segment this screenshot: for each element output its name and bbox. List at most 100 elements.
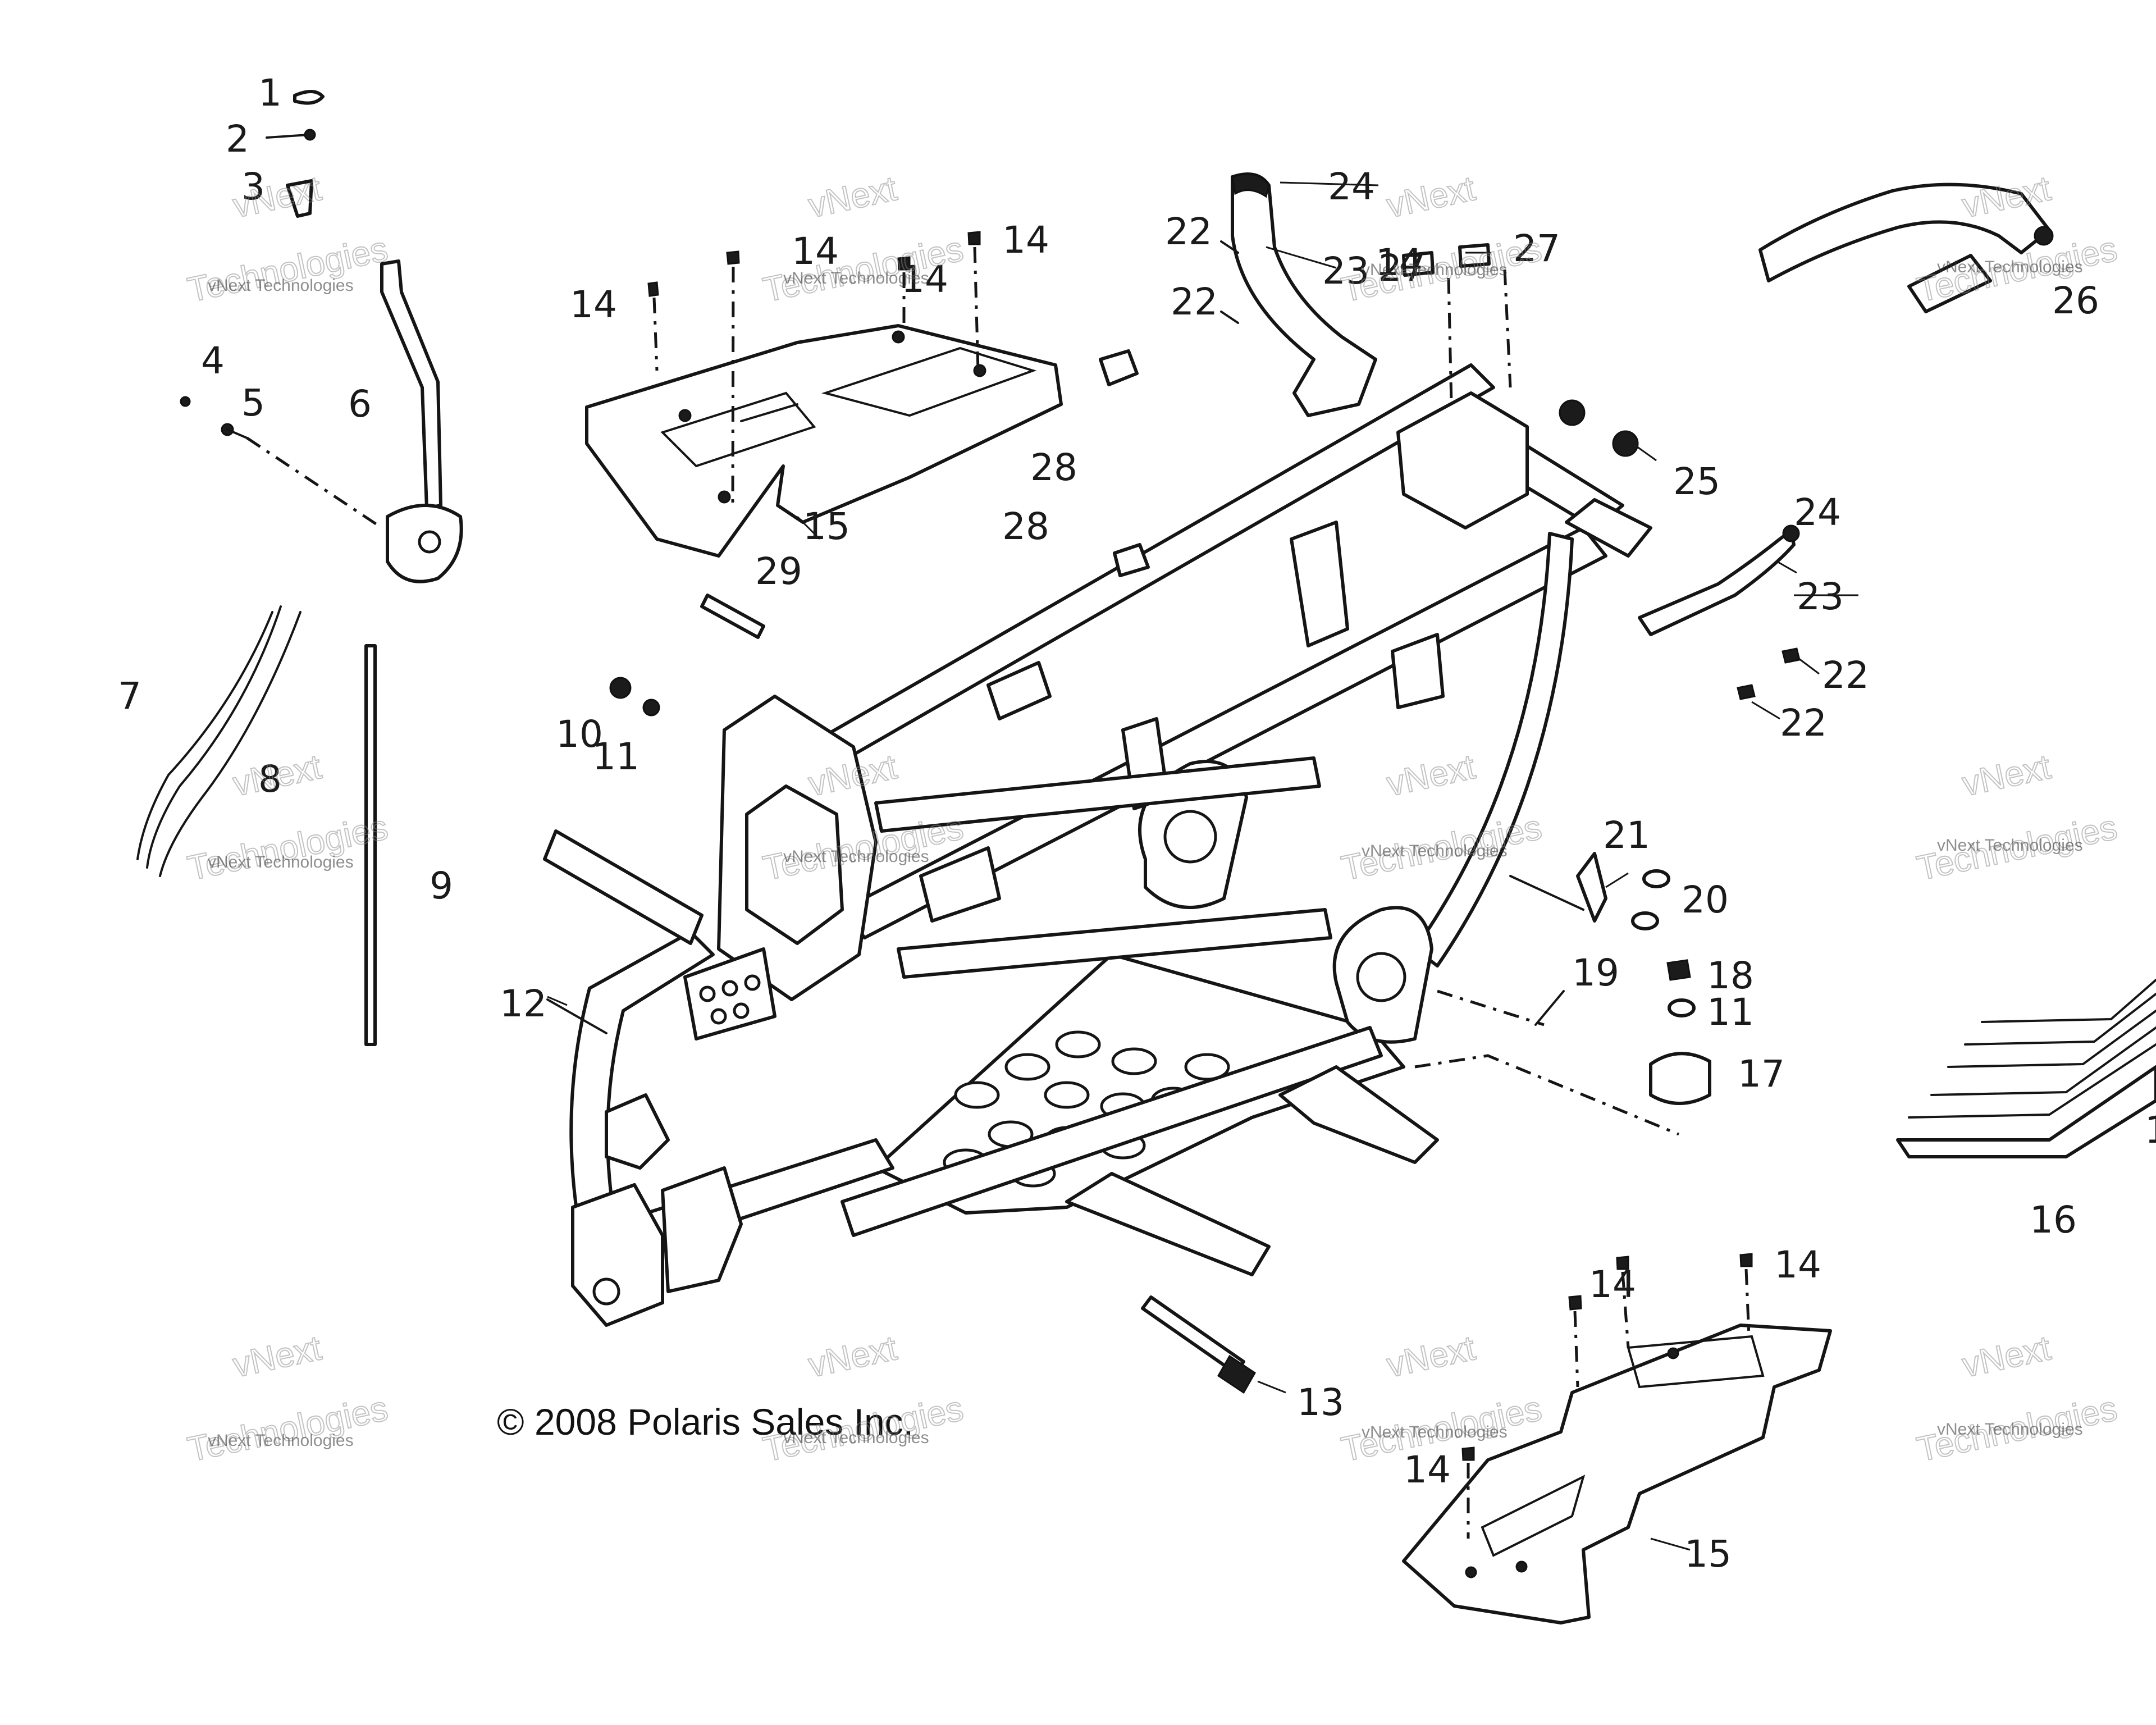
svg-text:vNext Technologies: vNext Technologies	[1362, 1423, 1508, 1441]
front-mount-block-3	[605, 1093, 670, 1170]
svg-text:vNext: vNext	[805, 1329, 900, 1385]
callout-26: 26	[2052, 279, 2099, 322]
svg-text:vNext Technologies: vNext Technologies	[208, 276, 354, 295]
callout-1: 1	[258, 71, 282, 115]
svg-text:vNext: vNext	[1383, 747, 1478, 804]
grommets-part-25	[1559, 399, 1639, 457]
bolt-part-19	[1534, 990, 1565, 1026]
grab-handle-upper	[1220, 172, 1377, 417]
callout-14-c: 14	[1002, 218, 1049, 262]
long-rod-part-9	[364, 644, 377, 1046]
callout-24-right: 24	[1794, 491, 1841, 534]
callout-7: 7	[118, 674, 141, 718]
nut-part-10-11	[609, 677, 660, 717]
callout-10: 10	[556, 713, 603, 756]
footrest-bracket-front	[1065, 1172, 1271, 1276]
callout-3: 3	[241, 165, 265, 208]
callout-19: 19	[1572, 951, 1619, 994]
mid-low-cross-tube	[897, 908, 1332, 979]
svg-text:vNext Technologies: vNext Technologies	[783, 269, 929, 288]
svg-text:vNext: vNext	[230, 1329, 325, 1385]
callout-22-d: 22	[1780, 701, 1827, 745]
leader-lines	[547, 181, 1858, 1551]
lower-rail	[841, 1026, 1383, 1237]
main-frame	[543, 363, 1652, 1327]
callout-18: 18	[1707, 954, 1754, 997]
callout-22-b: 22	[1171, 280, 1218, 323]
svg-text:Technologies: Technologies	[184, 230, 391, 310]
callout-21: 21	[1603, 814, 1650, 857]
washers-part-20	[1631, 869, 1670, 930]
callout-17: 17	[1738, 1052, 1785, 1096]
front-upper-arm-tube	[543, 829, 704, 945]
svg-text:vNext Technologies: vNext Technologies	[1362, 842, 1508, 860]
callout-1-partial: 1	[2145, 1108, 2156, 1152]
callout-22-a: 22	[1165, 210, 1212, 253]
bushings-part-28	[1099, 349, 1150, 577]
svg-text:vNext Technologies: vNext Technologies	[783, 847, 929, 866]
pin-part-2	[266, 134, 310, 139]
shift-lever-assembly	[180, 90, 463, 583]
front-mount-block-2	[661, 1166, 743, 1293]
bolts-part-14-lower	[1461, 1253, 1753, 1539]
bracket-part-21	[1509, 852, 1607, 923]
copyright-notice: © 2008 Polaris Sales Inc.	[497, 1401, 913, 1443]
caps-part-27	[1402, 243, 1512, 405]
callout-14-e: 14	[1774, 1243, 1821, 1286]
callout-11-right: 11	[1707, 991, 1754, 1034]
inner-bracket-e	[919, 846, 1001, 923]
callout-15-lower: 15	[1684, 1532, 1732, 1576]
inner-bracket-b	[1391, 633, 1445, 709]
svg-text:vNext Technologies: vNext Technologies	[1362, 261, 1508, 279]
callout-14-f: 14	[1404, 1448, 1451, 1491]
grab-handle-right	[1638, 524, 1801, 700]
footrest-bracket-rear	[1278, 1065, 1439, 1164]
svg-text:vNext: vNext	[1959, 747, 2054, 804]
front-head-opening	[745, 784, 844, 945]
bolts-part-14-upper	[647, 231, 981, 506]
callout-16: 16	[2030, 1198, 2077, 1242]
cables-part-7-8	[136, 605, 302, 877]
callout-4: 4	[201, 339, 225, 382]
callout-27-b: 27	[1513, 227, 1560, 270]
shift-lever-part-6	[380, 259, 442, 510]
svg-text:vNext Technologies: vNext Technologies	[783, 1429, 929, 1447]
callout-29: 29	[755, 550, 802, 593]
callout-14-h: 14	[901, 258, 948, 301]
svg-text:Technologies: Technologies	[184, 808, 391, 888]
callout-12: 12	[500, 982, 547, 1025]
pin-part-29	[700, 594, 765, 639]
foot-plate-lower	[1402, 1324, 1832, 1624]
callout-22-c: 22	[1822, 654, 1869, 697]
callout-14-d: 14	[1589, 1263, 1636, 1306]
rear-mount-block	[1396, 391, 1529, 530]
callout-11-left: 11	[592, 735, 640, 778]
svg-text:vNext Technologies: vNext Technologies	[208, 853, 354, 871]
inner-bracket-d	[986, 661, 1052, 720]
callout-20: 20	[1682, 878, 1729, 921]
cap-part-3	[286, 179, 313, 218]
long-bolt-part-13	[1141, 1295, 1256, 1394]
front-plate-holes	[699, 974, 761, 1025]
callout-24-upper: 24	[1328, 165, 1375, 208]
callout-28-a: 28	[1030, 446, 1077, 489]
callout-2: 2	[226, 117, 249, 161]
svg-text:vNext: vNext	[1383, 169, 1478, 225]
svg-text:vNext Technologies: vNext Technologies	[208, 1431, 354, 1450]
rear-crossbar	[1565, 498, 1652, 558]
svg-text:vNext: vNext	[1383, 1329, 1478, 1385]
callout-15-upper: 15	[803, 505, 850, 548]
callout-23-upper: 23	[1322, 249, 1369, 293]
mid-cross-tube	[874, 756, 1321, 833]
callout-25: 25	[1673, 460, 1720, 503]
callout-labels: 1 2 3 4 5 6 7 8 9 10 11 11 12 13 14 14 1…	[118, 71, 2156, 1576]
clip-part-1	[293, 90, 325, 105]
inner-bracket-a	[1290, 521, 1349, 647]
svg-text:vNext: vNext	[805, 169, 900, 225]
callout-14-b: 14	[792, 230, 839, 273]
rear-rack-part-26	[1758, 182, 2054, 313]
footrest-part-16	[1896, 979, 2156, 1158]
callout-14-a: 14	[570, 283, 617, 326]
